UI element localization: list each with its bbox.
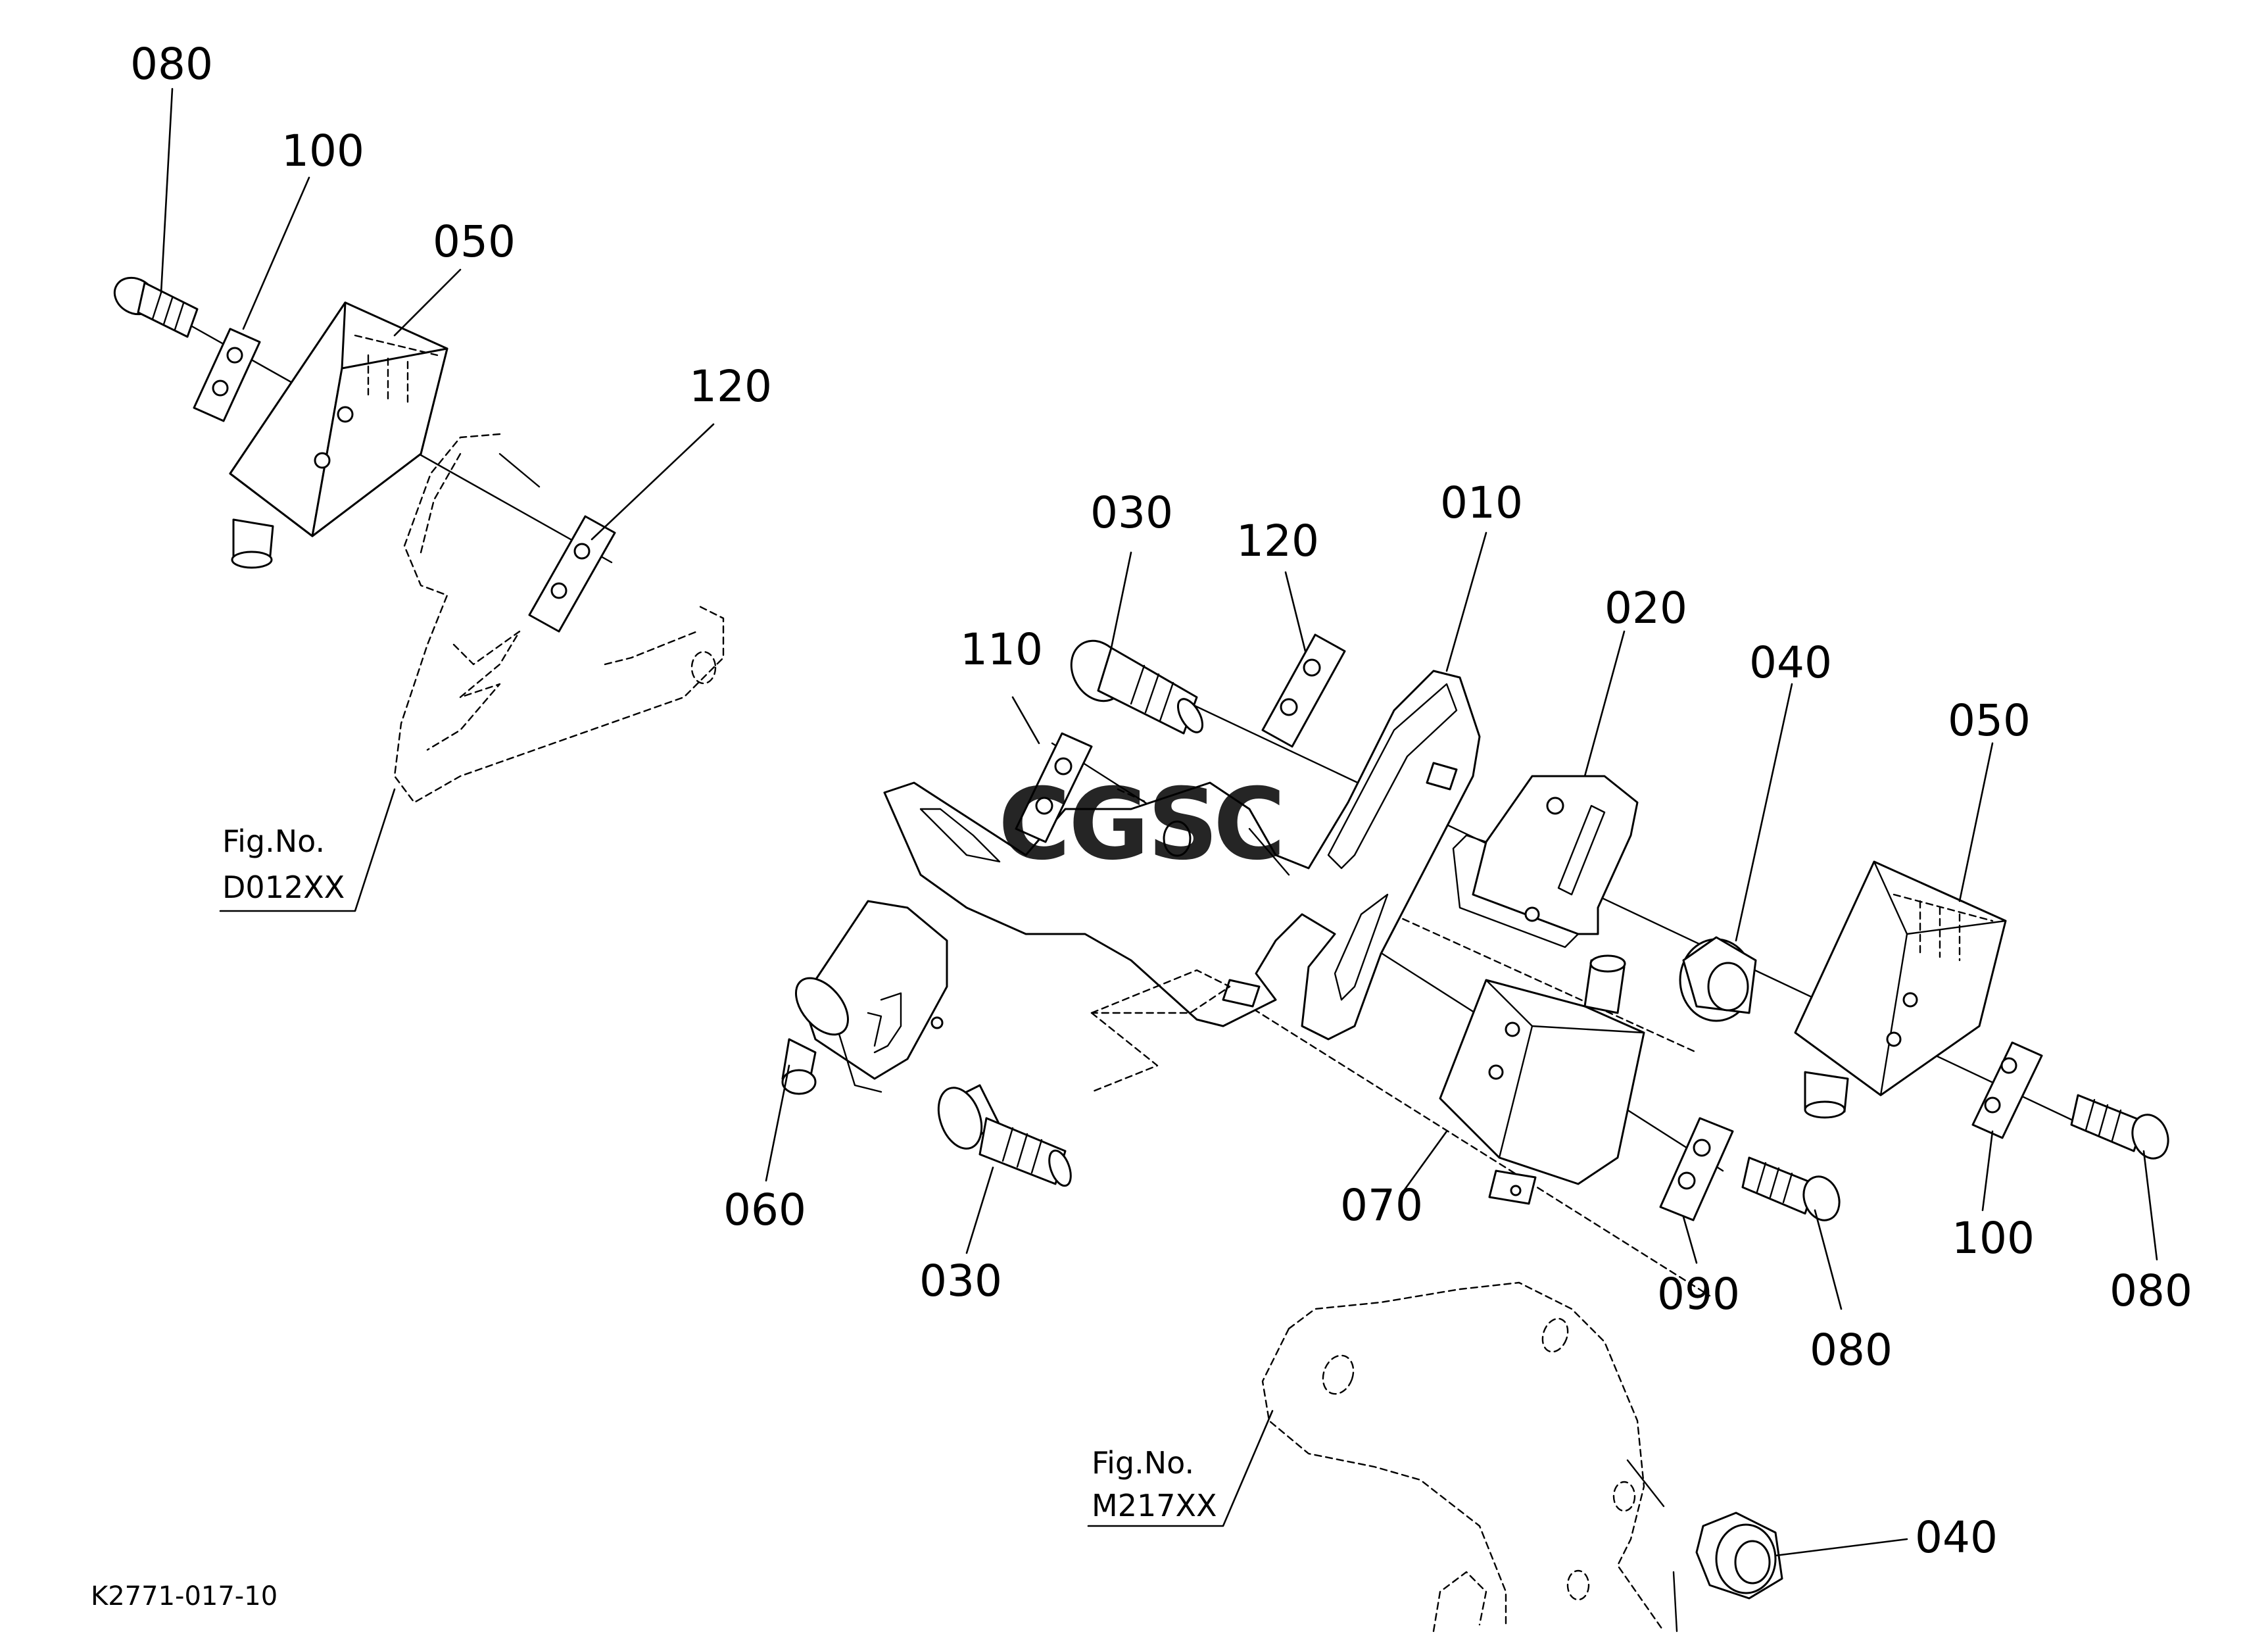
screw-080-right — [2070, 1094, 2169, 1160]
watermark-letter-3: S — [1147, 768, 1218, 882]
watermark: C G S C — [998, 768, 1286, 882]
plate-020 — [1452, 775, 1639, 948]
spacer-040-top — [1679, 936, 1757, 1022]
bracket-010 — [883, 670, 1481, 1093]
drawing-code: K2771-017-10 — [91, 1581, 277, 1611]
label-050: 050 — [1948, 695, 2031, 746]
left-block-050 — [229, 301, 448, 569]
left-screw-080 — [113, 276, 199, 338]
watermark-letter-2: G — [1069, 768, 1149, 882]
left-reference-bracket — [393, 433, 725, 804]
washer-110 — [1015, 732, 1093, 843]
solenoid-060 — [781, 900, 948, 1095]
watermark-letter-1: C — [998, 768, 1071, 882]
bottom-reference-bracket — [1261, 1281, 1678, 1633]
label-040-bottom: 040 — [1915, 1512, 1998, 1563]
figure-references: Fig.No. D012XX Fig.No. M217XX — [222, 823, 1217, 1523]
label-left-050: 050 — [433, 216, 516, 267]
label-040-top: 040 — [1749, 637, 1832, 688]
screw-080-mid — [1741, 1156, 1841, 1221]
block-070 — [1439, 954, 1645, 1205]
bolt-030-top — [1070, 639, 1204, 735]
label-left-120: 120 — [689, 361, 772, 412]
block-050 — [1794, 860, 2007, 1119]
washer-100 — [1971, 1041, 2043, 1139]
label-030-bottom: 030 — [919, 1256, 1002, 1306]
leader-lines — [160, 87, 2158, 1557]
bolt-030-bottom — [937, 1084, 1072, 1187]
label-100: 100 — [1952, 1213, 2035, 1264]
label-080-mid: 080 — [1810, 1325, 1893, 1375]
label-020: 020 — [1604, 583, 1687, 633]
part-labels: 080 100 050 120 030 120 010 020 040 050 … — [130, 39, 2192, 1563]
left-subassembly — [113, 276, 725, 804]
label-left-100: 100 — [281, 126, 364, 176]
label-070: 070 — [1340, 1180, 1423, 1231]
label-090: 090 — [1657, 1269, 1740, 1319]
left-washer-120 — [528, 515, 616, 633]
fig-ref-left-line1: Fig.No. — [222, 823, 325, 859]
fig-ref-bottom-line1: Fig.No. — [1092, 1445, 1194, 1481]
watermark-letter-4: C — [1213, 768, 1286, 882]
left-washer-100 — [193, 328, 261, 422]
fig-ref-bottom-line2: M217XX — [1092, 1488, 1217, 1523]
nut-040-bottom — [1695, 1512, 1783, 1600]
washer-090 — [1659, 1117, 1734, 1221]
label-080-right: 080 — [2110, 1266, 2192, 1316]
main-assembly — [781, 633, 2169, 1633]
label-left-080: 080 — [130, 39, 213, 89]
fig-ref-left-line2: D012XX — [222, 870, 345, 905]
label-030-top: 030 — [1090, 487, 1173, 538]
label-120: 120 — [1236, 516, 1319, 566]
label-110: 110 — [960, 624, 1043, 675]
label-010: 010 — [1440, 478, 1523, 528]
washer-120 — [1261, 633, 1346, 748]
label-060: 060 — [723, 1185, 806, 1235]
